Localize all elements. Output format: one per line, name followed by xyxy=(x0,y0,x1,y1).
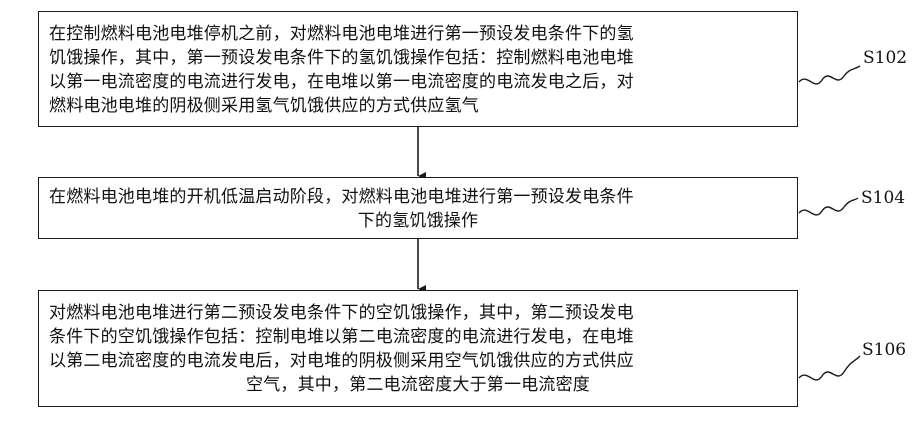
leader-line-s104 xyxy=(799,198,858,215)
step-s106-line-2: 条件下的空饥饿操作包括：控制电堆以第二电流密度的电流进行发电，在电堆 xyxy=(49,325,787,349)
step-label-s104: S104 xyxy=(861,188,905,208)
step-s102-line-2: 饥饿操作，其中，第一预设发电条件下的氢饥饿操作包括：控制燃料电池电堆 xyxy=(49,46,787,70)
step-s106-line-4: 空气，其中，第二电流密度大于第一电流密度 xyxy=(49,373,787,397)
step-s102-line-4: 燃料电池电堆的阴极侧采用氢气饥饿供应的方式供应氢气 xyxy=(49,94,787,118)
step-s104-line-1: 在燃料电池电堆的开机低温启动阶段，对燃料电池电堆进行第一预设发电条件 xyxy=(49,185,787,209)
step-s106-line-1: 对燃料电池电堆进行第二预设发电条件下的空饥饿操作，其中，第二预设发电 xyxy=(49,301,787,325)
step-s106-line-3: 以第二电流密度的电流发电后，对电堆的阴极侧采用空气饥饿供应的方式供应 xyxy=(49,349,787,373)
step-label-s102: S102 xyxy=(863,48,907,68)
leader-line-s106 xyxy=(799,356,860,380)
step-box-s106: 对燃料电池电堆进行第二预设发电条件下的空饥饿操作，其中，第二预设发电 条件下的空… xyxy=(38,290,798,407)
step-s102-line-1: 在控制燃料电池电堆停机之前，对燃料电池电堆进行第一预设发电条件下的氢 xyxy=(49,22,787,46)
step-s102-line-3: 以第一电流密度的电流进行发电，在电堆以第一电流密度的电流发电之后，对 xyxy=(49,70,787,94)
step-box-s104: 在燃料电池电堆的开机低温启动阶段，对燃料电池电堆进行第一预设发电条件 下的氢饥饿… xyxy=(38,177,798,239)
leader-line-s102 xyxy=(799,66,860,84)
step-box-s102: 在控制燃料电池电堆停机之前，对燃料电池电堆进行第一预设发电条件下的氢 饥饿操作，… xyxy=(38,11,798,127)
step-s104-line-2: 下的氢饥饿操作 xyxy=(49,209,787,233)
step-label-s106: S106 xyxy=(862,340,906,360)
